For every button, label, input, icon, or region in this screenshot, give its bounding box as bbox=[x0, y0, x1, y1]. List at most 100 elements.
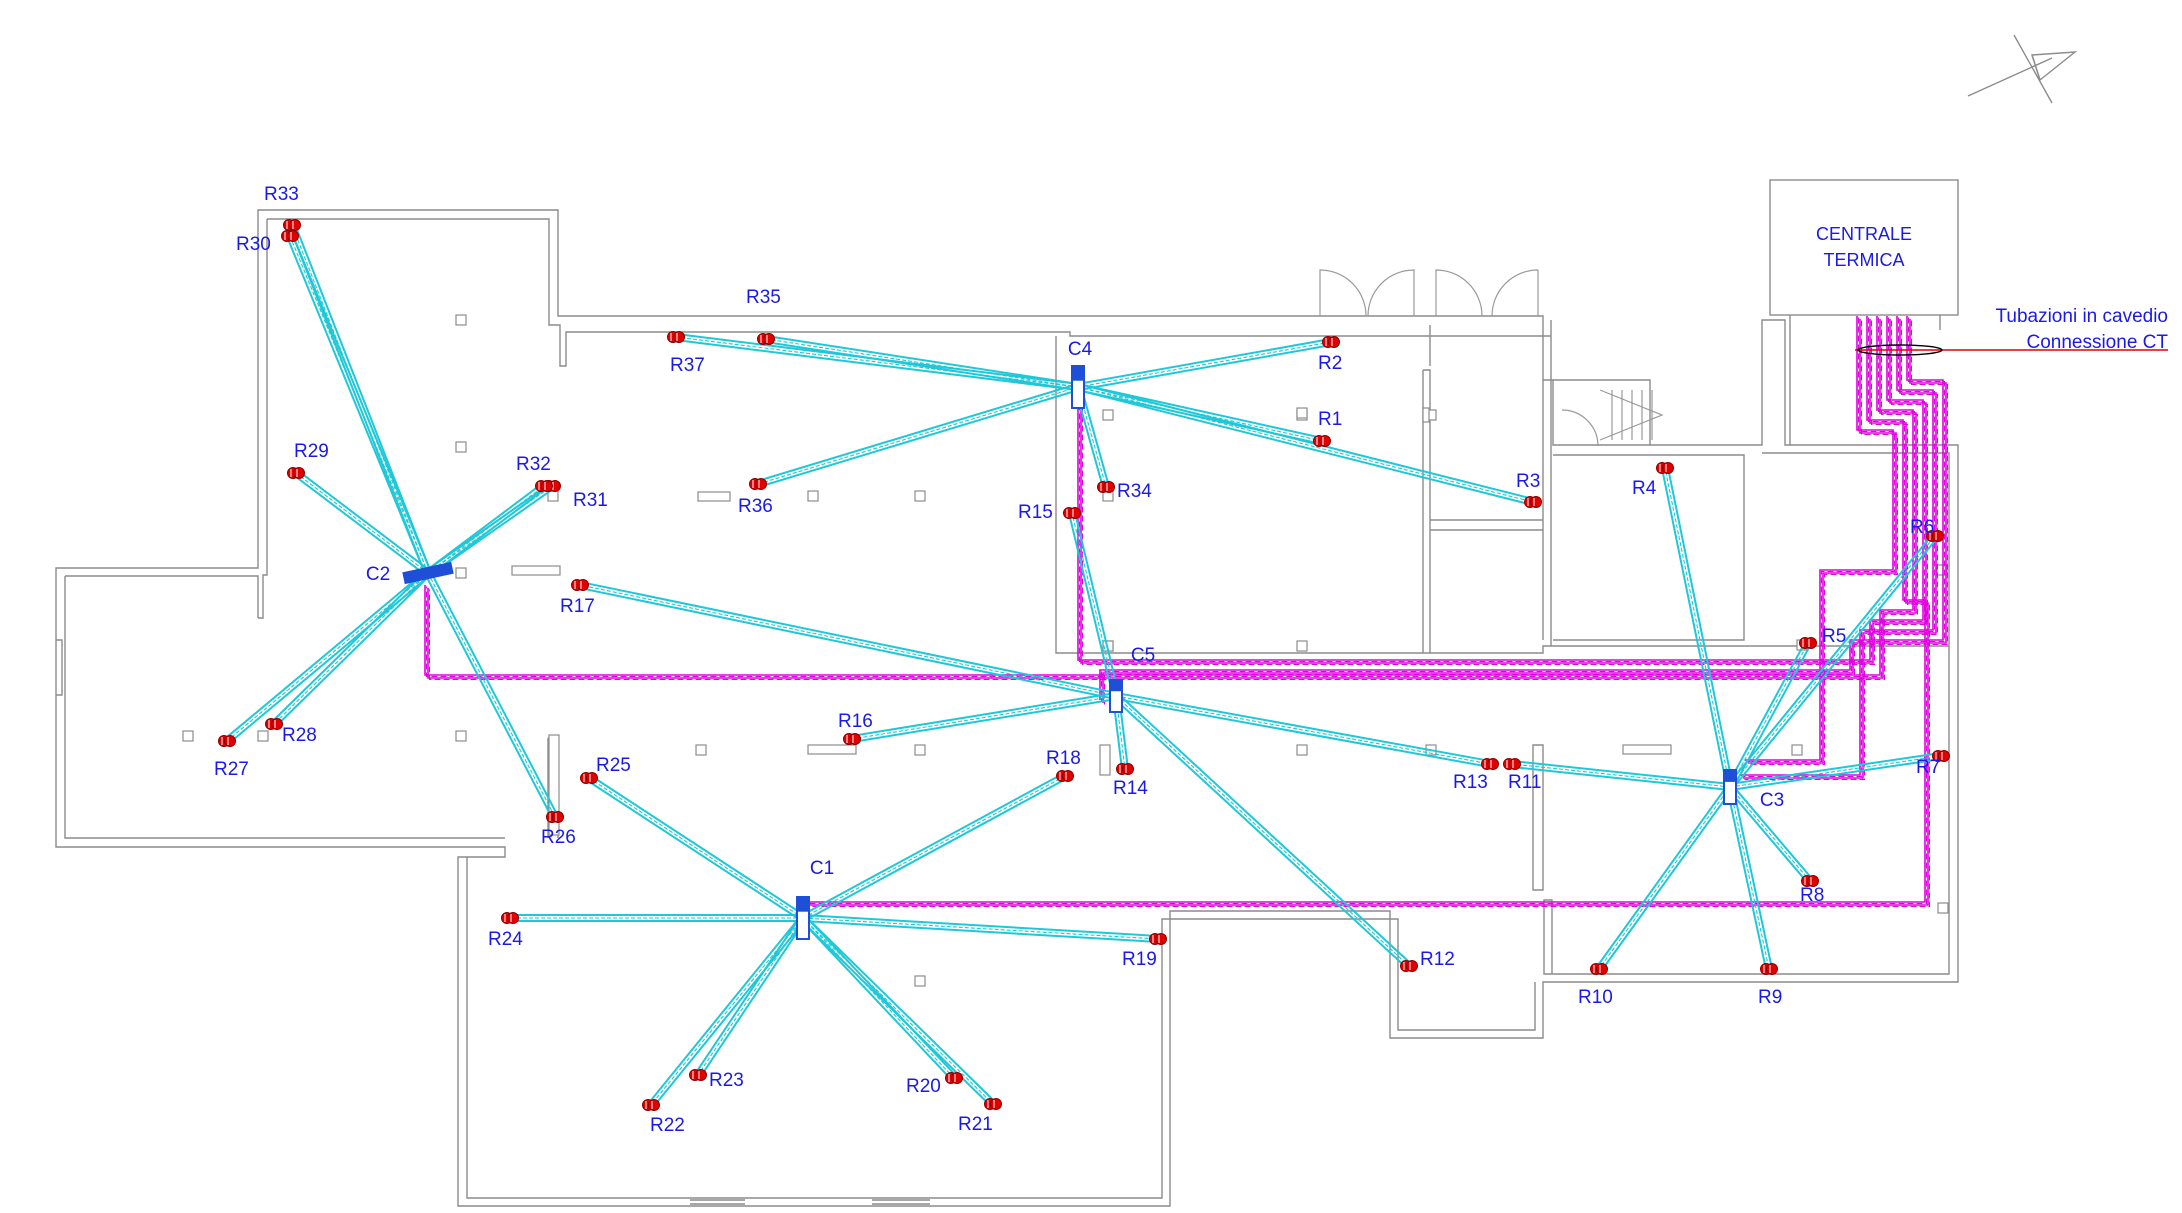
branch-pipe-core bbox=[273, 572, 429, 725]
radiator-icon[interactable] bbox=[1481, 758, 1499, 770]
radiator-icon[interactable] bbox=[642, 1099, 660, 1111]
column bbox=[1102, 409, 1114, 421]
supply-pipe bbox=[806, 319, 1929, 906]
branch-pipe bbox=[586, 779, 802, 922]
branch-pipe bbox=[590, 774, 806, 917]
branch-pipe bbox=[647, 915, 802, 1104]
radiator-icon[interactable] bbox=[287, 467, 305, 479]
radiator-label: R10 bbox=[1578, 987, 1613, 1008]
branch-pipe bbox=[1726, 788, 1809, 884]
manifold-icon[interactable] bbox=[1109, 679, 1123, 713]
radiator-label: R4 bbox=[1632, 478, 1657, 499]
radiator-icon[interactable] bbox=[749, 478, 767, 490]
radiator-icon[interactable] bbox=[571, 579, 589, 591]
radiator-icon[interactable] bbox=[984, 1098, 1002, 1110]
radiator-icon[interactable] bbox=[283, 219, 301, 231]
radiator-icon[interactable] bbox=[1590, 963, 1608, 975]
radiator-icon[interactable] bbox=[1760, 963, 1778, 975]
branch-pipe bbox=[1068, 513, 1115, 697]
branch-pipe-core bbox=[1071, 512, 1117, 697]
radiator-icon[interactable] bbox=[1932, 750, 1950, 762]
radiator-label: R32 bbox=[516, 454, 551, 475]
radiator-icon[interactable] bbox=[265, 718, 283, 730]
manifold-icon[interactable] bbox=[402, 561, 454, 585]
branch-pipe bbox=[288, 225, 427, 575]
manifold-icon[interactable] bbox=[796, 896, 810, 940]
branch-pipe bbox=[802, 919, 1158, 943]
radiator-icon[interactable] bbox=[757, 333, 775, 345]
radiator-icon[interactable] bbox=[1149, 933, 1167, 945]
branch-pipe bbox=[1731, 537, 1939, 790]
radiator-icon[interactable] bbox=[1801, 875, 1819, 887]
cabinet bbox=[1422, 407, 1430, 423]
radiator-icon[interactable] bbox=[1116, 763, 1134, 775]
branch-pipe bbox=[1731, 784, 1814, 880]
column bbox=[455, 314, 467, 326]
radiator-icon[interactable] bbox=[546, 811, 564, 823]
radiator-icon[interactable] bbox=[1322, 336, 1340, 348]
radiator-icon[interactable] bbox=[689, 1069, 707, 1081]
cabinet bbox=[697, 491, 731, 502]
column bbox=[914, 490, 926, 502]
supply-pipe-core bbox=[804, 317, 1927, 904]
radiator-icon[interactable] bbox=[1926, 530, 1944, 542]
radiator-icon[interactable] bbox=[1524, 496, 1542, 508]
branch-pipe-core bbox=[1729, 786, 1770, 970]
radiator-icon[interactable] bbox=[501, 912, 519, 924]
radiator-icon[interactable] bbox=[945, 1072, 963, 1084]
radiator-icon[interactable] bbox=[580, 772, 598, 784]
branch-pipe bbox=[699, 919, 807, 1078]
radiator-icon[interactable] bbox=[281, 230, 299, 242]
door-swing bbox=[1319, 269, 1367, 317]
branch-pipe bbox=[756, 383, 1078, 483]
column bbox=[695, 744, 707, 756]
radiator-label: R35 bbox=[746, 287, 781, 308]
radiator-label: R17 bbox=[560, 596, 595, 617]
supply-pipe-core bbox=[807, 320, 1930, 907]
branch-pipe bbox=[1595, 784, 1729, 968]
radiator-label: R18 bbox=[1046, 748, 1081, 769]
manifold-icon[interactable] bbox=[1071, 365, 1085, 409]
radiator-icon[interactable] bbox=[1097, 481, 1115, 493]
supply-pipe bbox=[424, 316, 1914, 676]
radiator-icon[interactable] bbox=[667, 331, 685, 343]
branch-pipe bbox=[1729, 752, 1941, 786]
cabinet bbox=[1099, 744, 1111, 776]
radiator-icon[interactable] bbox=[535, 480, 553, 492]
radiator-label: R33 bbox=[264, 184, 299, 205]
radiator-label: R1 bbox=[1318, 409, 1342, 430]
radiator-icon[interactable] bbox=[1656, 462, 1674, 474]
branch-pipe bbox=[1726, 533, 1934, 786]
radiator-icon[interactable] bbox=[218, 735, 236, 747]
column bbox=[1296, 744, 1308, 756]
branch-pipe-core bbox=[1115, 695, 1491, 765]
supply-pipe-core bbox=[1104, 320, 1948, 705]
radiator-icon[interactable] bbox=[1503, 758, 1521, 770]
branch-pipe bbox=[766, 335, 1079, 386]
radiator-icon[interactable] bbox=[1799, 637, 1817, 649]
column bbox=[1296, 640, 1308, 652]
branch-pipe-core bbox=[427, 485, 545, 574]
radiator-icon[interactable] bbox=[1056, 770, 1074, 782]
radiator-label: R7 bbox=[1916, 757, 1940, 778]
branch-pipe bbox=[293, 223, 432, 573]
branch-pipe-core bbox=[802, 917, 955, 1079]
manifold-icon[interactable] bbox=[1723, 769, 1737, 805]
branch-pipe-core bbox=[579, 584, 1117, 697]
branch-pipe-core bbox=[802, 775, 1066, 919]
north-arrow-icon bbox=[1967, 34, 2078, 104]
column bbox=[257, 730, 269, 742]
branch-pipe bbox=[271, 570, 427, 723]
radiator-icon[interactable] bbox=[1063, 507, 1081, 519]
west-wing-outline bbox=[55, 209, 1959, 1207]
radiator-label: R31 bbox=[573, 490, 608, 511]
branch-pipe bbox=[1116, 692, 1491, 763]
radiator-icon[interactable] bbox=[1400, 960, 1418, 972]
branch-pipe-core bbox=[1115, 695, 1410, 967]
manifold-label: C2 bbox=[366, 564, 390, 585]
radiator-icon[interactable] bbox=[843, 733, 861, 745]
interior-partitions bbox=[547, 325, 1544, 891]
branch-pipe bbox=[1511, 765, 1730, 791]
radiator-icon[interactable] bbox=[1313, 435, 1331, 447]
